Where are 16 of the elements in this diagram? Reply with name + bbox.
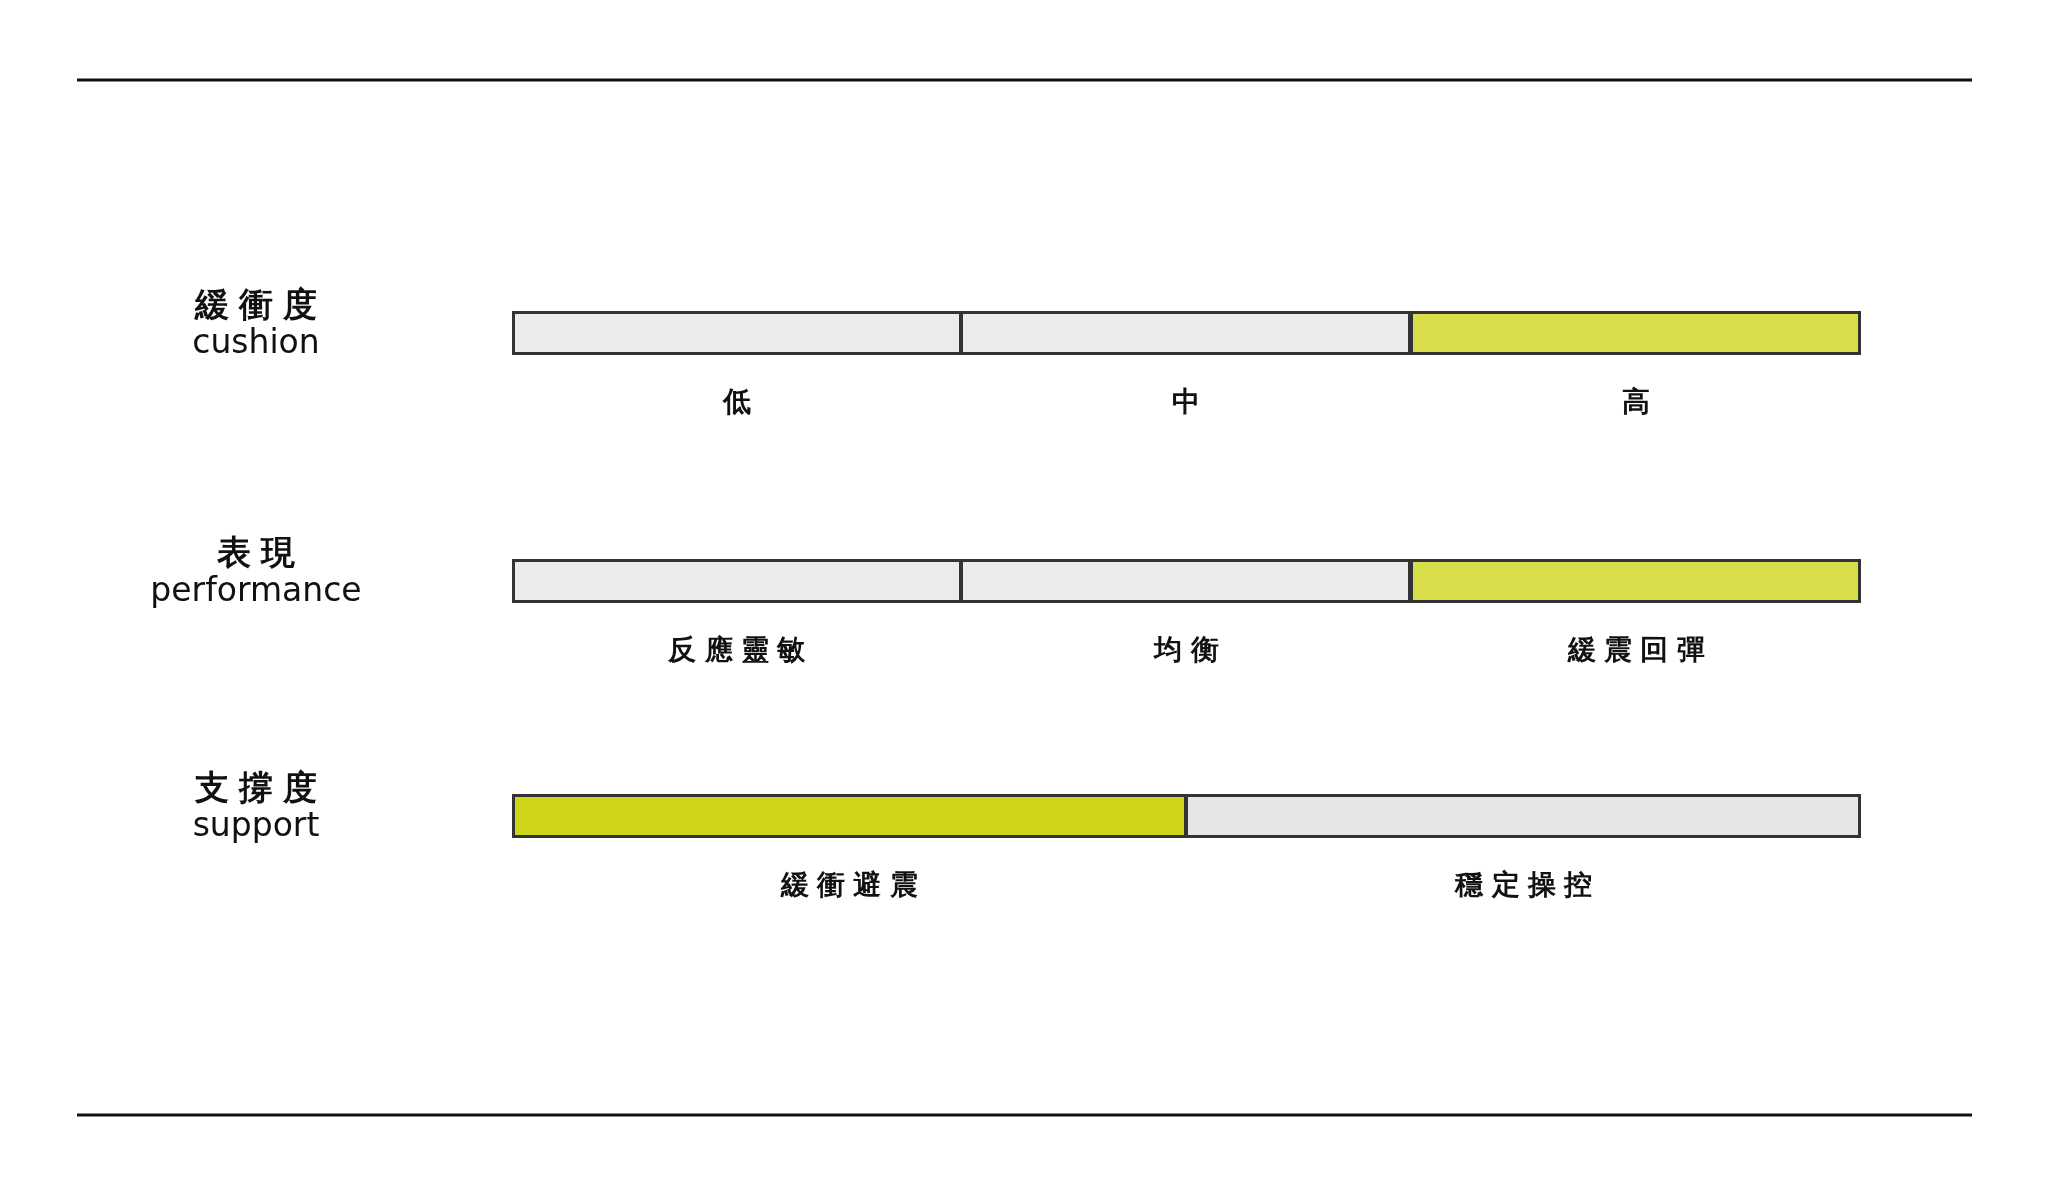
bar-segment bbox=[512, 559, 962, 603]
bar-segment bbox=[1185, 794, 1861, 838]
bar-segment bbox=[1409, 559, 1861, 603]
segment-label: 均衡 bbox=[1152, 632, 1228, 668]
segment-label: 穩定操控 bbox=[1453, 867, 1601, 903]
segment-label: 緩衝避震 bbox=[779, 867, 927, 903]
bar-segment bbox=[1409, 311, 1861, 355]
bar-segment bbox=[512, 794, 1187, 838]
segment-label: 緩震回彈 bbox=[1566, 632, 1714, 668]
segment-label: 低 bbox=[721, 384, 760, 420]
bar-segment bbox=[512, 311, 962, 355]
segment-label: 反應靈敏 bbox=[667, 632, 814, 668]
segment-label: 高 bbox=[1621, 384, 1659, 420]
segment-label: 中 bbox=[1171, 384, 1209, 420]
bar-segment bbox=[960, 311, 1412, 355]
bar-segment bbox=[960, 559, 1412, 603]
